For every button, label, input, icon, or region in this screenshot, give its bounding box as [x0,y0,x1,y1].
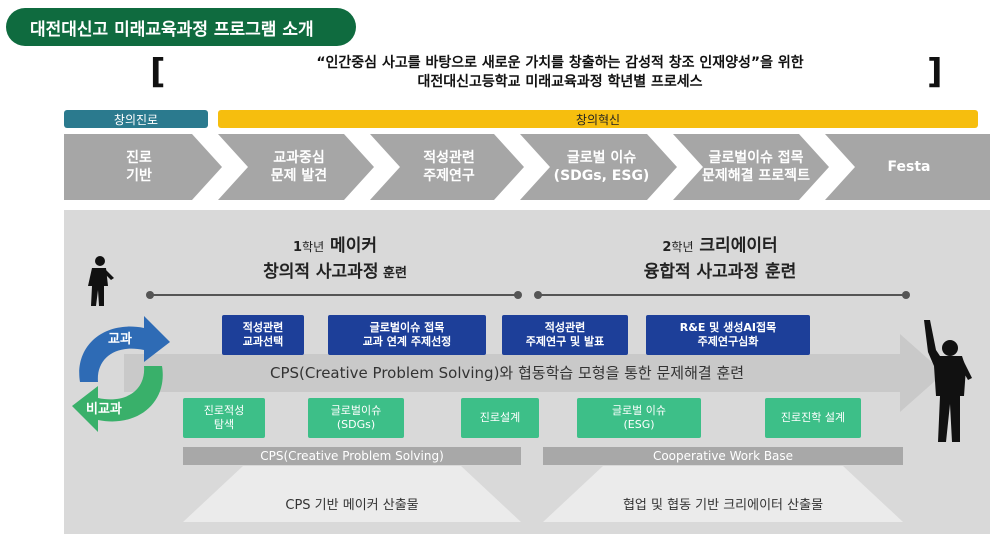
chevron-step-1 [64,134,222,200]
phase-bar-innovation: 창의혁신 [218,110,978,128]
maker-output-label: CPS 기반 메이커 산출물 [285,498,419,513]
green-box-2: 글로벌이슈 (SDGs) [308,398,404,438]
subtitle-line-2: 대전대신고등학교 미래교육과정 학년별 프로세스 [417,74,703,90]
chevron-step-3 [370,134,524,200]
year2-timeline [538,294,906,296]
step-label-6: Festa [887,159,931,175]
year1-timeline [150,294,518,296]
chevron-step-2 [218,134,374,200]
year2-line2: 융합적 사고과정 훈련 [643,262,797,282]
blue-box-4: R&E 및 생성AI접목 주제연구심화 [646,315,810,355]
year1-dot-start [146,291,154,299]
year2-dot-start [534,291,542,299]
year2-number: 2 [662,240,672,255]
year2-unit: 학년 [671,240,694,254]
process-steps: 진로 기반 교과중심 문제 발견 적성관련 주제연구 글로벌 이슈 (SDGs,… [64,134,990,200]
arrow-caption: CPS(Creative Problem Solving)와 협동학습 모형을 … [270,364,745,382]
main-arrow-band [124,334,944,412]
green-box-3: 진로설계 [461,398,539,438]
step-label-1: 진로 기반 [126,150,152,184]
year1-line2-suffix: 훈련 [378,266,407,281]
maker-output-platform [183,466,521,522]
result-platforms [183,466,903,522]
cycle-label-curricular: 교과 [108,332,132,347]
blue-box-1: 적성관련 교과선택 [222,315,304,355]
step-label-5: 글로벌이슈 접목 문제해결 프로젝트 [702,150,810,184]
creator-output-platform [543,466,903,522]
chevron-shapes [64,134,990,200]
cycle-arrow-green [72,366,163,432]
step-label-2: 교과중심 문제 발견 [270,150,328,184]
year1-unit: 학년 [302,240,325,254]
year1-line2: 창의적 사고과정 [263,262,379,282]
step-label-3: 적성관련 주제연구 [423,150,475,184]
page-title: 대전대신고 미래교육과정 프로그램 소개 [6,8,356,46]
left-bracket: [ [150,52,166,92]
green-box-5: 진로진학 설계 [765,398,861,438]
blue-box-3: 적성관련 주제연구 및 발표 [502,315,628,355]
step-label-4: 글로벌 이슈 (SDGs, ESG) [553,150,650,184]
right-bracket: ] [927,52,943,92]
year1-number: 1 [293,240,303,255]
chevron-step-5 [673,134,829,200]
chevron-step-6 [825,134,990,200]
cycle-label-extracurricular: 비교과 [86,402,122,417]
phase-bar-career: 창의진로 [64,110,208,128]
year1-title: 1학년 메이커 창의적 사고과정 훈련 [230,234,440,286]
chevron-step-4 [520,134,677,200]
year1-dot-end [514,291,522,299]
green-box-1: 진로적성 탐색 [183,398,265,438]
subtitle-line-1: “인간중심 사고를 바탕으로 새로운 가치를 창출하는 감성적 창조 인재양성”… [316,55,804,71]
cooperative-base-bar: Cooperative Work Base [543,447,903,465]
year1-role: 메이커 [324,236,377,256]
walking-student-icon [88,256,114,306]
cheering-student-icon [924,320,972,442]
subtitle: “인간중심 사고를 바탕으로 새로운 가치를 창출하는 감성적 창조 인재양성”… [200,54,920,92]
blue-box-2: 글로벌이슈 접목 교과 연계 주제선정 [328,315,486,355]
cps-base-bar: CPS(Creative Problem Solving) [183,447,521,465]
cycle-arrow-blue [79,316,170,382]
year2-role: 크리에이터 [693,236,778,256]
curriculum-cycle-graphic [72,316,170,432]
green-box-4: 글로벌 이슈 (ESG) [577,398,701,438]
year2-dot-end [902,291,910,299]
creator-output-label: 협업 및 협동 기반 크리에이터 산출물 [622,498,824,513]
year2-title: 2학년 크리에이터 융합적 사고과정 훈련 [600,234,840,284]
